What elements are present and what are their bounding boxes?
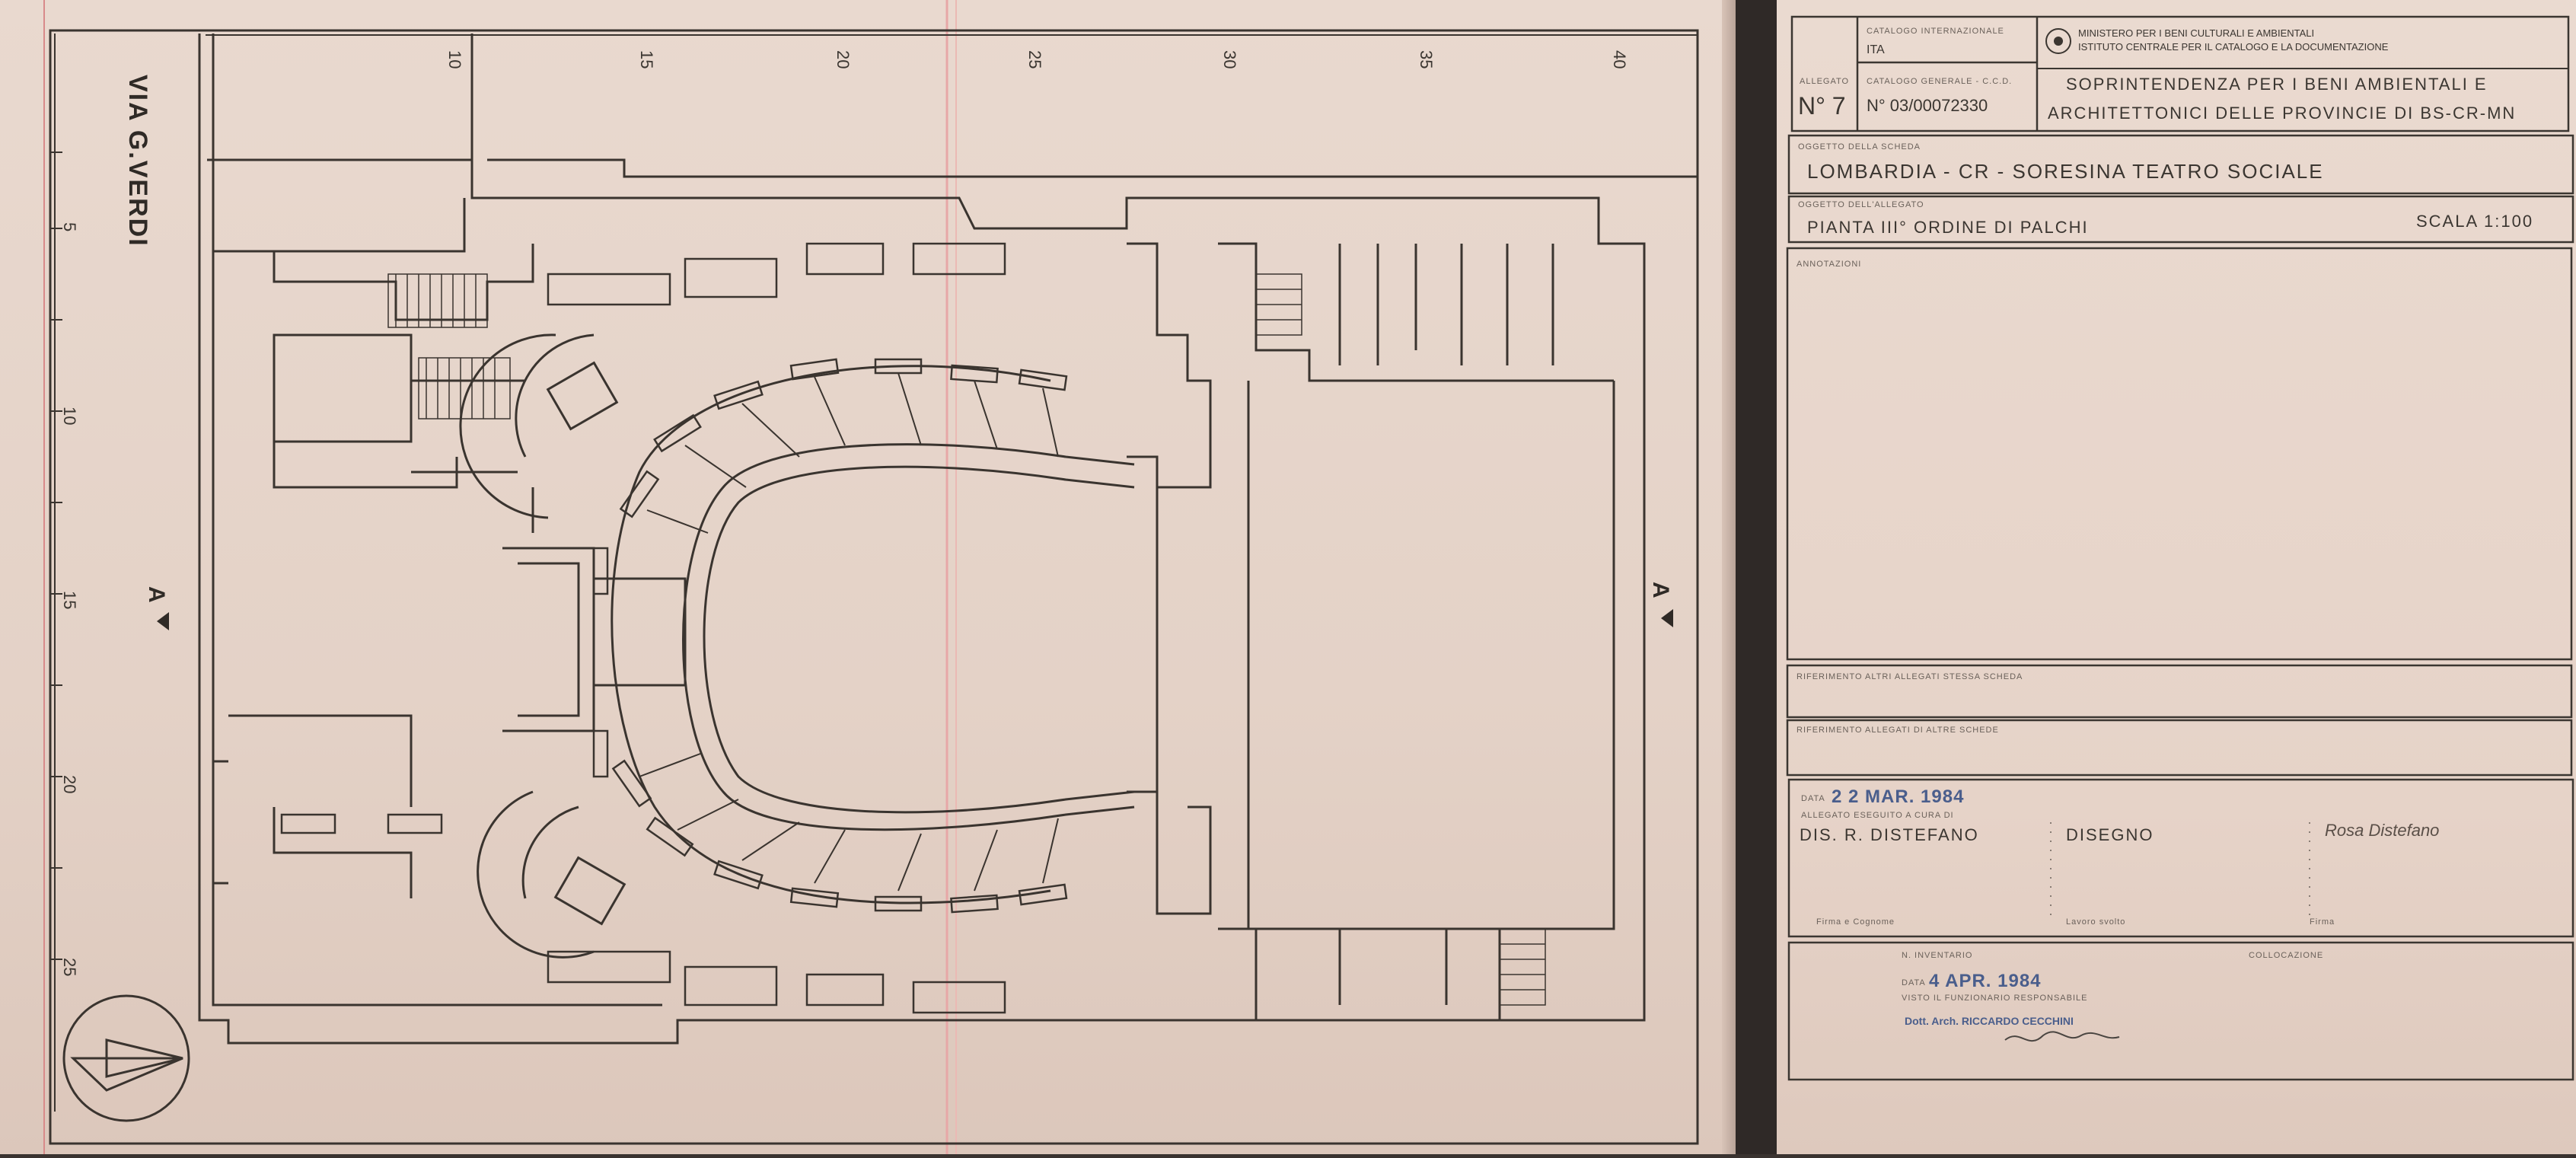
left-tick-25: 25: [60, 958, 79, 976]
section-marker-left: A: [144, 586, 169, 630]
section-marker-right: A: [1648, 582, 1673, 627]
allegato-label: ALLEGATO: [1800, 77, 1849, 86]
oggetto-label: OGGETTO DELLA SCHEDA: [1798, 142, 1921, 152]
funzionario-stamp: Dott. Arch. RICCARDO CECCHINI: [1905, 1015, 2074, 1027]
catalogo-gen-value: N° 03/00072330: [1867, 96, 1988, 115]
firma2-label: Firma: [2310, 917, 2335, 927]
top-tick-30: 30: [1220, 50, 1239, 69]
left-tick-20: 20: [60, 775, 79, 793]
building-walls: [198, 33, 1698, 1045]
left-tick-5: 5: [60, 222, 79, 231]
funzionario-signature-icon: [2004, 1031, 2120, 1042]
ministry-line1: MINISTERO PER I BENI CULTURALI E AMBIENT…: [2078, 27, 2314, 39]
ministry-logo-icon: [2045, 28, 2071, 54]
riferimenti-scheda-label: RIFERIMENTO ALTRI ALLEGATI STESSA SCHEDA: [1797, 672, 2023, 681]
disegno-value: DISEGNO: [2066, 825, 2154, 844]
top-tick-20: 20: [834, 50, 853, 69]
catalogo-gen-label: CATALOGO GENERALE - C.C.D.: [1867, 77, 2012, 86]
svg-text:A: A: [1648, 582, 1673, 598]
ministry-line2: ISTITUTO CENTRALE PER IL CATALOGO E LA D…: [2078, 41, 2389, 53]
eseguito-value: DIS. R. DISTEFANO: [1800, 825, 1979, 844]
catalogo-int-label: CATALOGO INTERNAZIONALE: [1867, 27, 2004, 36]
data-stamp: 2 2 MAR. 1984: [1832, 786, 1964, 807]
top-tick-40: 40: [1610, 50, 1629, 69]
north-arrow-icon: [62, 994, 190, 1122]
allegato-oggetto-label: OGGETTO DELL'ALLEGATO: [1798, 200, 1924, 209]
allegato-oggetto-value: PIANTA III° ORDINE DI PALCHI: [1807, 218, 2089, 237]
top-tick-15: 15: [637, 50, 656, 69]
oggetto-value: LOMBARDIA - CR - SORESINA TEATRO SOCIALE: [1807, 160, 2324, 183]
annotazioni-label: ANNOTAZIONI: [1797, 260, 1861, 269]
riferimenti-altre-label: RIFERIMENTO ALLEGATI DI ALTRE SCHEDE: [1797, 726, 1999, 735]
left-scale-ticks: [50, 152, 62, 960]
binding-gap: [1736, 0, 1777, 1154]
card-grid-lines: [1786, 15, 2574, 1081]
spiral-stairs: [459, 333, 626, 959]
catalogo-int-value: ITA: [1867, 43, 1885, 56]
left-tick-10: 10: [60, 407, 79, 425]
signature: Rosa Distefano: [2325, 821, 2439, 840]
soprintendenza-line2: ARCHITETTONICI DELLE PROVINCIE DI BS-CR-…: [2048, 104, 2516, 123]
firma-label: Firma e Cognome: [1816, 917, 1895, 927]
floor-plan-drawing: 10 15 20 25 30 35 40 5 10 15 20 25 VIA G…: [43, 0, 1698, 1154]
data2-stamp: 4 APR. 1984: [1929, 971, 2042, 991]
inventario-label: N. INVENTARIO: [1902, 951, 1972, 960]
lavoro-label: Lavoro svolto: [2066, 917, 2125, 927]
auditorium-horseshoe: [611, 365, 1135, 904]
allegato-number: N° 7: [1798, 92, 1846, 120]
top-tick-35: 35: [1417, 50, 1436, 69]
box-divider-lines: [639, 372, 1059, 892]
top-tick-25: 25: [1025, 50, 1044, 69]
visto-label: VISTO IL FUNZIONARIO RESPONSABILE: [1902, 994, 2088, 1003]
loggia-benches: [280, 242, 1006, 1014]
collocazione-label: COLLOCAZIONE: [2249, 951, 2323, 960]
eseguito-label: ALLEGATO ESEGUITO A CURA DI: [1801, 811, 1954, 820]
plan-sheet: 10 15 20 25 30 35 40 5 10 15 20 25 VIA G…: [0, 0, 1736, 1154]
street-label: VIA G.VERDI: [123, 75, 152, 247]
soprintendenza-line1: SOPRINTENDENZA PER I BENI AMBIENTALI E: [2066, 75, 2488, 94]
data-label: DATA: [1801, 794, 1825, 803]
top-tick-10: 10: [445, 50, 464, 69]
data2-label: DATA: [1902, 978, 1926, 987]
scala-value: SCALA 1:100: [2416, 212, 2533, 231]
left-tick-15: 15: [60, 591, 79, 609]
catalog-card: CATALOGO INTERNAZIONALE ITA ALLEGATO N° …: [1777, 0, 2576, 1154]
svg-text:A: A: [144, 586, 169, 603]
staircase-north: [387, 273, 1546, 1006]
